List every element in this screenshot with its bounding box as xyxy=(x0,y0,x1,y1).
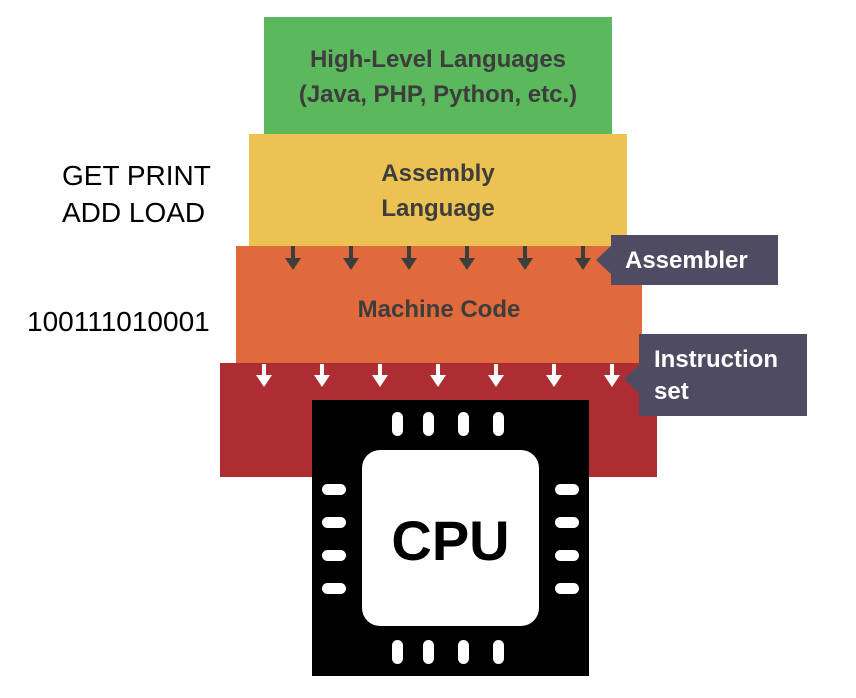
assembler-callout-label: Assembler xyxy=(625,247,748,274)
assembly-example-line2: ADD LOAD xyxy=(62,197,206,228)
machine-code-example: 100111010001 xyxy=(27,306,210,337)
down-arrow-icon xyxy=(575,246,591,270)
down-arrow-icon xyxy=(401,246,417,270)
down-arrow-icon xyxy=(488,364,504,387)
down-arrow-icon xyxy=(314,364,330,387)
cpu-label: CPU xyxy=(391,509,509,572)
down-arrow-icon xyxy=(256,364,272,387)
instruction-set-callout: Instruction set xyxy=(639,334,807,416)
instruction-set-arrows xyxy=(256,364,620,387)
assembly-language-title-line2: Language xyxy=(381,195,495,222)
machine-code-title: Machine Code xyxy=(357,296,521,323)
assembler-arrows xyxy=(285,246,591,270)
instruction-set-callout-line1: Instruction xyxy=(654,346,778,373)
instruction-set-callout-line2: set xyxy=(654,378,689,405)
high-level-languages-title: High-Level Languages xyxy=(309,46,567,73)
instruction-set-callout-pointer xyxy=(624,364,640,394)
down-arrow-icon xyxy=(546,364,562,387)
down-arrow-icon xyxy=(517,246,533,270)
machine-code-layer: Machine Code xyxy=(236,246,642,363)
down-arrow-icon xyxy=(372,364,388,387)
cpu-chip-icon: CPU xyxy=(312,400,589,676)
assembly-language-layer: Assembly Language xyxy=(249,134,627,246)
high-level-languages-examples: (Java, PHP, Python, etc.) xyxy=(298,81,578,108)
assembler-callout-pointer xyxy=(596,245,612,275)
down-arrow-icon xyxy=(604,364,620,387)
down-arrow-icon xyxy=(430,364,446,387)
high-level-languages-layer: High-Level Languages (Java, PHP, Python,… xyxy=(264,17,612,134)
down-arrow-icon xyxy=(459,246,475,270)
down-arrow-icon xyxy=(285,246,301,270)
assembler-callout: Assembler xyxy=(611,235,778,285)
down-arrow-icon xyxy=(343,246,359,270)
assembly-example-line1: GET PRINT xyxy=(62,160,211,191)
assembly-language-title-line1: Assembly xyxy=(381,160,495,187)
